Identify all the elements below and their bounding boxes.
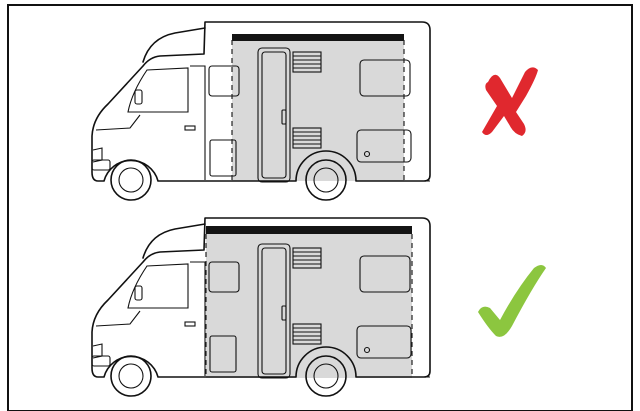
top-awning-bar: [232, 34, 404, 41]
bottom-awning-bar: [206, 226, 412, 234]
cross-icon: [482, 67, 538, 136]
bottom-shaded-area: [206, 226, 412, 378]
panel-top-incorrect: [92, 22, 538, 200]
panel-bottom-correct: [92, 218, 546, 396]
check-icon: [478, 265, 546, 337]
